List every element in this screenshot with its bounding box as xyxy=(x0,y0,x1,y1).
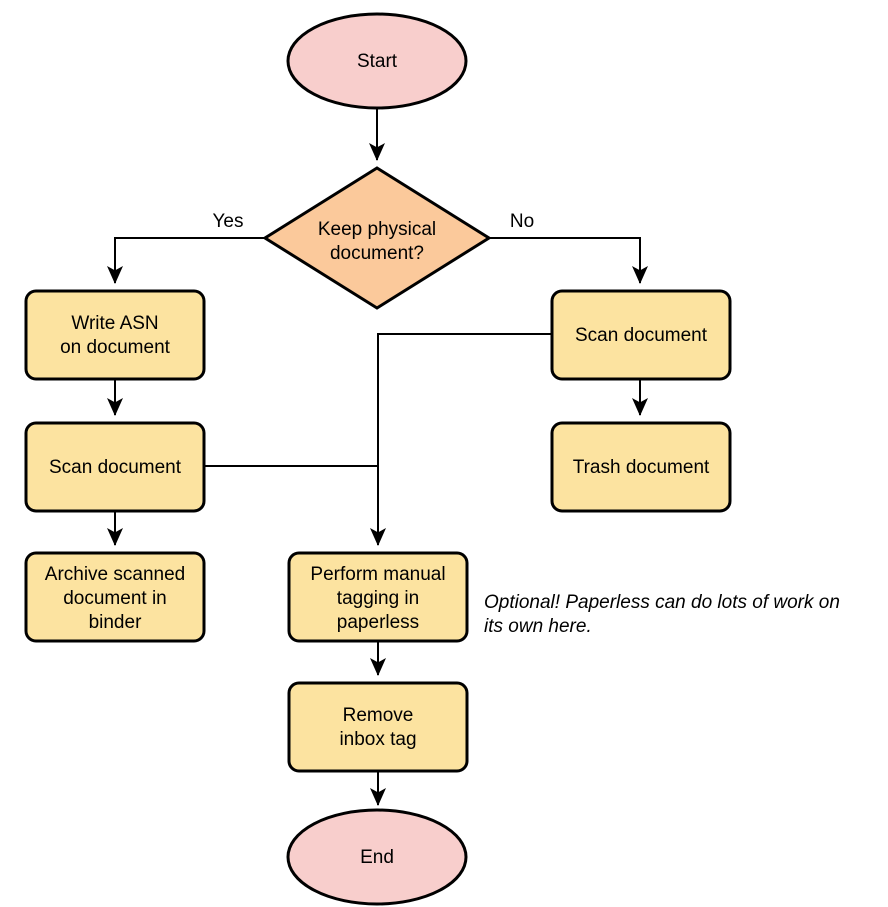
node-keep-physical-document[interactable]: Keep physical document? xyxy=(262,166,492,310)
node-label-start: Start xyxy=(357,51,398,72)
node-label-write-asn-line1: Write ASN xyxy=(71,313,158,334)
node-label-archive-line1: Archive scanned xyxy=(45,564,185,585)
node-label-remove-tag-line2: inbox tag xyxy=(339,729,416,750)
edge-scan-right-to-tagging xyxy=(370,333,552,546)
node-label-end: End xyxy=(360,847,394,868)
scan-document-right-box[interactable] xyxy=(550,289,732,381)
node-label-write-asn-line2: on document xyxy=(60,337,171,358)
node-label-tagging-line1: Perform manual xyxy=(310,564,445,585)
node-label-trash-document: Trash document xyxy=(573,457,710,478)
annotation-optional-note: Optional! Paperless can do lots of work … xyxy=(484,592,840,637)
node-label-keep-physical-line2: document? xyxy=(330,243,424,264)
node-end[interactable]: End xyxy=(286,808,468,906)
remove-inbox-tag-box[interactable] xyxy=(287,681,469,773)
trash-document-box[interactable] xyxy=(550,421,732,513)
node-archive-binder[interactable]: Archive scanned document in binder xyxy=(24,551,206,643)
node-trash-document[interactable]: Trash document xyxy=(550,421,732,513)
end-ellipse[interactable] xyxy=(286,808,468,906)
node-remove-inbox-tag[interactable]: Remove inbox tag xyxy=(287,681,469,773)
start-ellipse[interactable] xyxy=(286,12,468,110)
edge-label-no: No xyxy=(510,211,534,232)
edge-line xyxy=(489,237,648,284)
node-manual-tagging[interactable]: Perform manual tagging in paperless xyxy=(287,551,469,643)
edge-label-yes: Yes xyxy=(213,211,244,232)
scan-document-left-box[interactable] xyxy=(24,421,206,513)
node-label-tagging-line3: paperless xyxy=(337,612,419,633)
node-label-scan-document-right: Scan document xyxy=(575,325,708,346)
node-label-archive-line2: document in xyxy=(63,588,167,609)
decision-diamond[interactable] xyxy=(262,166,492,310)
optional-note-line2: its own here. xyxy=(484,616,592,637)
node-label-remove-tag-line1: Remove xyxy=(343,705,414,726)
node-start[interactable]: Start xyxy=(286,12,468,110)
optional-note-line1: Optional! Paperless can do lots of work … xyxy=(484,592,840,613)
node-write-asn[interactable]: Write ASN on document xyxy=(24,289,206,381)
node-label-scan-document-left: Scan document xyxy=(49,457,182,478)
write-asn-box[interactable] xyxy=(24,289,206,381)
edge-line xyxy=(370,333,552,546)
node-label-keep-physical-line1: Keep physical xyxy=(318,219,436,240)
archive-binder-box[interactable] xyxy=(24,551,206,643)
manual-tagging-box[interactable] xyxy=(287,551,469,643)
edge-decision-yes: Yes xyxy=(107,211,265,284)
node-label-archive-line3: binder xyxy=(89,612,142,633)
node-scan-document-right[interactable]: Scan document xyxy=(550,289,732,381)
node-scan-document-left[interactable]: Scan document xyxy=(24,421,206,513)
edge-decision-no: No xyxy=(489,211,648,284)
node-label-tagging-line2: tagging in xyxy=(337,588,419,609)
edge-line xyxy=(107,237,265,284)
